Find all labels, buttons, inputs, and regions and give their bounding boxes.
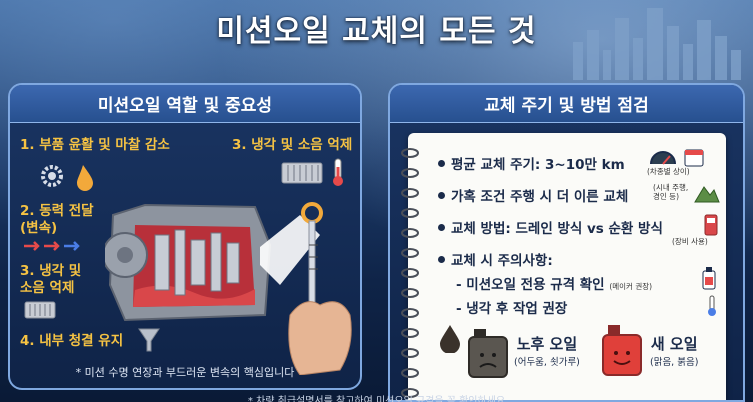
- bullet-dot: [438, 159, 445, 167]
- bullet-caution: 교체 시 주의사항:: [438, 249, 553, 269]
- item-power-transfer-label: 2. 동력 전달 (변속): [20, 203, 94, 236]
- page-title: 미션오일 교체의 모든 것: [216, 14, 537, 49]
- bullet-severe-note: (시내 주행, 경인 등): [653, 183, 689, 201]
- role-panel-note: * 미션 수명 연장과 부드러운 변속의 핵심입니다: [75, 366, 295, 379]
- old-oil-label: 노후 오일 (어두움, 쇳가루): [514, 333, 580, 368]
- new-oil-name: 새 오일: [650, 335, 698, 353]
- mountain-road-icon: [694, 186, 720, 203]
- bullet-text: 교체 방법: 드레인 방식 vs 순환 방식: [451, 221, 663, 237]
- new-oil-jug-image: [602, 325, 642, 376]
- bullet-dot: [438, 223, 445, 231]
- bullet-text: 가혹 조건 주행 시 더 이른 교체: [451, 189, 629, 205]
- bullet-severe-condition: 가혹 조건 주행 시 더 이른 교체: [438, 185, 628, 205]
- dipstick-hand-image: [260, 202, 352, 375]
- item-clean-label: 4. 내부 청결 유지: [20, 333, 124, 349]
- role-importance-panel: 미션오일 역할 및 중요성 1. 부품 윤활 및 마찰 감소 2. 동력 전달 …: [8, 83, 362, 390]
- bullet-method-note: (장비 사용): [672, 237, 708, 246]
- old-oil-name: 노후 오일: [516, 335, 578, 353]
- item-lubrication-label: 1. 부품 윤활 및 마찰 감소: [20, 137, 170, 153]
- role-panel-header: 미션오일 역할 및 중요성: [10, 85, 360, 123]
- oil-pump-icon: [704, 214, 718, 236]
- cycle-panel-header: 교체 주기 및 방법 점검: [390, 85, 743, 123]
- thermometer-icon: [708, 295, 716, 316]
- bullet-average-note: (차종별 상이): [647, 167, 690, 176]
- sub-item-cooldown: - 냉각 후 작업 권장: [456, 297, 567, 317]
- sub-item-text: - 냉각 후 작업 권장: [456, 301, 568, 317]
- bullet-dot: [438, 255, 445, 263]
- speedometer-icon: [650, 151, 676, 165]
- old-oil-desc: (어두움, 쇳가루): [514, 357, 580, 368]
- spiral-rings-icon: [401, 148, 419, 398]
- cooling-noise-top-label: 3. 냉각 및 소음 억제: [232, 137, 353, 153]
- oil-bottle-icon: [702, 267, 716, 290]
- gear-oil-drop-icon: [41, 165, 93, 191]
- sub-item-spec: - 미션오일 전용 규격 확인 (메이커 권장): [456, 273, 652, 293]
- sub-item-text: - 미션오일 전용 규격 확인: [456, 277, 605, 293]
- checklist-notebook: 평균 교체 주기: 3~10만 km (차종별 상이) 가혹 조건 주행 시 더…: [401, 133, 726, 400]
- bullet-average-cycle: 평균 교체 주기: 3~10만 km: [438, 153, 625, 173]
- bullet-method: 교체 방법: 드레인 방식 vs 순환 방식: [438, 217, 663, 237]
- calendar-icon: [684, 149, 704, 167]
- old-oil-jug-image: [468, 329, 508, 378]
- cycle-method-panel: 교체 주기 및 방법 점검 평균 교체 주기: 3~10만 km (차종별 상이…: [388, 83, 745, 402]
- city-skyline-image: [573, 8, 741, 80]
- sub-item-note: (메이커 권장): [609, 282, 653, 291]
- footer-note: * 차량 취급설명서를 참고하여 미션오일 규격을 꼭 확인하세요: [247, 396, 506, 402]
- transmission-cutaway-image: [105, 203, 272, 322]
- bullet-text: 교체 시 주의사항:: [451, 253, 553, 269]
- radiator-thermometer-icon: [281, 158, 343, 186]
- item-cooling-label: 3. 냉각 및 소음 억제: [20, 263, 82, 296]
- funnel-icon: [138, 328, 160, 352]
- arrows-icon: [24, 241, 80, 251]
- bullet-dot: [438, 191, 445, 199]
- new-oil-label: 새 오일 (맑음, 붉음): [650, 333, 698, 368]
- radiator-icon: [24, 301, 56, 319]
- dark-oil-drop-icon: [440, 325, 460, 353]
- bullet-text: 평균 교체 주기: 3~10만 km: [451, 157, 625, 173]
- new-oil-desc: (맑음, 붉음): [650, 357, 699, 368]
